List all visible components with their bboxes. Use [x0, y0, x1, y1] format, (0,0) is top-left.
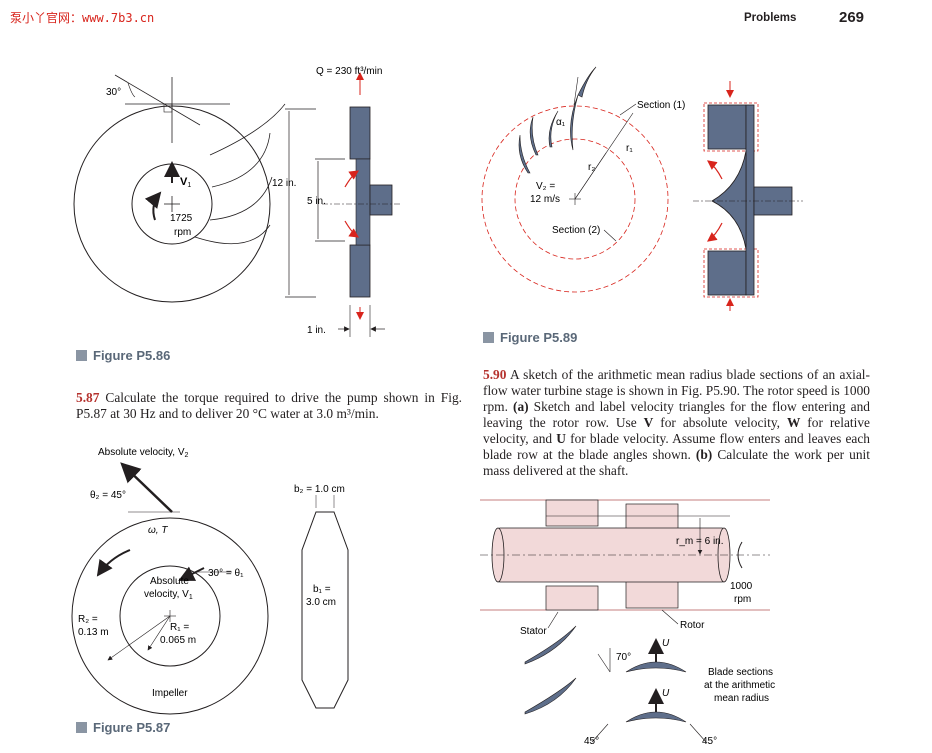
rotor-label: Rotor — [680, 620, 705, 631]
flow-rate-label: Q = 230 ft³/min — [316, 66, 382, 77]
r2-label-a: R₂ = — [78, 614, 98, 625]
angle-30-label: 30° — [106, 87, 121, 98]
angle-45-label-a: 45° — [584, 736, 599, 747]
width-label: 1 in. — [307, 325, 326, 336]
stator-label: Stator — [520, 626, 547, 637]
theta1-label: 30° = θ₁ — [208, 568, 244, 579]
absolute-velocity-v2-label: Absolute velocity, V2 — [98, 447, 189, 459]
absolute-velocity-v1-label-a: Absolute — [150, 576, 189, 587]
blade-sections-label-c: mean radius — [714, 693, 769, 704]
u-label-bottom: U — [662, 688, 670, 699]
figure-p5-86: 30° V1 1725 rpm 12 in. 5 in. Q = 230 ft³… — [73, 66, 400, 337]
absolute-velocity-v1-label-b: velocity, V1 — [144, 589, 193, 601]
watermark: 泵小丫官网：www.7b3.cn — [10, 11, 155, 25]
r1-label: r₁ — [626, 143, 633, 154]
r1-label-a: R₁ = — [170, 622, 189, 633]
page-number: 269 — [839, 9, 865, 26]
section2-label: Section (2) — [552, 225, 600, 236]
rpm-label-b: rpm — [734, 594, 751, 605]
mean-radius-label: r_m = 6 in. — [676, 536, 724, 547]
r2-label: r₂ — [588, 162, 595, 173]
problem-5-87: 5.87 Calculate the torque required to dr… — [76, 390, 462, 421]
outer-diameter-label: 12 in. — [272, 178, 296, 189]
omega-t-label: ω, T — [148, 525, 168, 536]
speed-unit-label: rpm — [174, 227, 191, 238]
inner-diameter-label: 5 in. — [307, 196, 326, 207]
rpm-label-a: 1000 — [730, 581, 753, 592]
running-header-section: Problems — [744, 12, 797, 24]
r2-label-b: 0.13 m — [78, 627, 109, 638]
b1-label-a: b₁ = — [313, 584, 331, 595]
b2-label: b₂ = 1.0 cm — [294, 484, 345, 495]
alpha1-label: α₁ — [556, 117, 566, 128]
speed-label: 1725 — [170, 213, 193, 224]
blade-sections-label-b: at the arithmetic — [704, 680, 775, 691]
figure-caption-p5-89: Figure P5.89 — [483, 330, 577, 345]
problem-5-90: 5.90 A sketch of the arithmetic mean rad… — [483, 367, 871, 478]
b1-label-b: 3.0 cm — [306, 597, 336, 608]
figure-p5-90: r_m = 6 in. 1000 rpm Stator Rotor U U 70… — [480, 499, 775, 747]
theta2-label: θ₂ = 45° — [90, 490, 126, 501]
figure-p5-87: Absolute velocity, V2 θ₂ = 45° ω, T 30° … — [71, 447, 349, 715]
angle-70-label: 70° — [616, 652, 631, 663]
figure-caption-p5-87: Figure P5.87 — [76, 720, 170, 735]
section1-label: Section (1) — [637, 100, 685, 111]
v1-label: V1 — [180, 176, 191, 189]
v2-label-a: V₂ = — [536, 181, 555, 192]
figure-p5-89: α₁ r₁ r₂ V₂ = 12 m/s Section (1) Section… — [481, 66, 803, 311]
blade-sections-label-a: Blade sections — [708, 667, 773, 678]
u-label-top: U — [662, 638, 670, 649]
r1-label-b: 0.065 m — [160, 635, 196, 646]
impeller-label: Impeller — [152, 688, 188, 699]
figure-caption-p5-86: Figure P5.86 — [76, 348, 170, 363]
angle-45-label-b: 45° — [702, 736, 717, 747]
v2-label-b: 12 m/s — [530, 194, 560, 205]
